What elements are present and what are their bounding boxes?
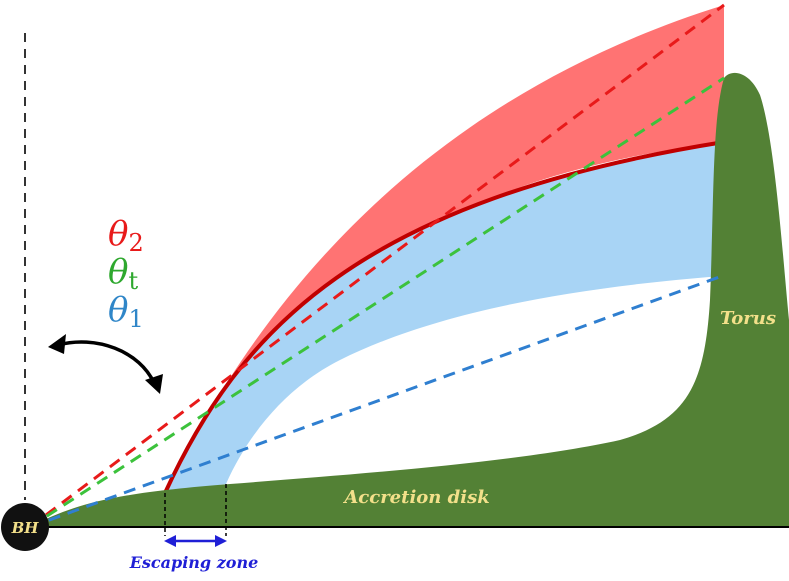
torus-label: Torus bbox=[720, 308, 776, 329]
theta1-dashed-line bbox=[29, 274, 723, 529]
bh-label: BH bbox=[11, 519, 40, 537]
curved-arrow-head-left-icon bbox=[48, 334, 66, 354]
theta1-label: θ1 bbox=[108, 290, 144, 333]
red-outflow-region bbox=[165, 5, 724, 493]
curved-arrow bbox=[57, 340, 157, 386]
accretion-disk-label: Accretion disk bbox=[342, 487, 489, 508]
curved-arrow-head-right-icon bbox=[145, 374, 163, 394]
black-hole bbox=[1, 503, 49, 551]
theta2-dashed-line bbox=[29, 3, 725, 529]
thetat-label: θt bbox=[108, 252, 138, 295]
escaping-zone-arrowhead-left-icon bbox=[164, 535, 176, 547]
escaping-zone-label: Escaping zone bbox=[129, 553, 259, 572]
blue-outflow-region bbox=[165, 142, 724, 493]
escaping-zone-arrowhead-right-icon bbox=[215, 535, 227, 547]
theta2-label: θ2 bbox=[108, 214, 144, 257]
angle-legend: θ2 θt θ1 bbox=[108, 214, 144, 333]
thetat-dashed-line bbox=[29, 76, 725, 529]
critical-boundary-curve bbox=[163, 140, 725, 494]
accretion-disk-and-torus bbox=[30, 72, 789, 527]
